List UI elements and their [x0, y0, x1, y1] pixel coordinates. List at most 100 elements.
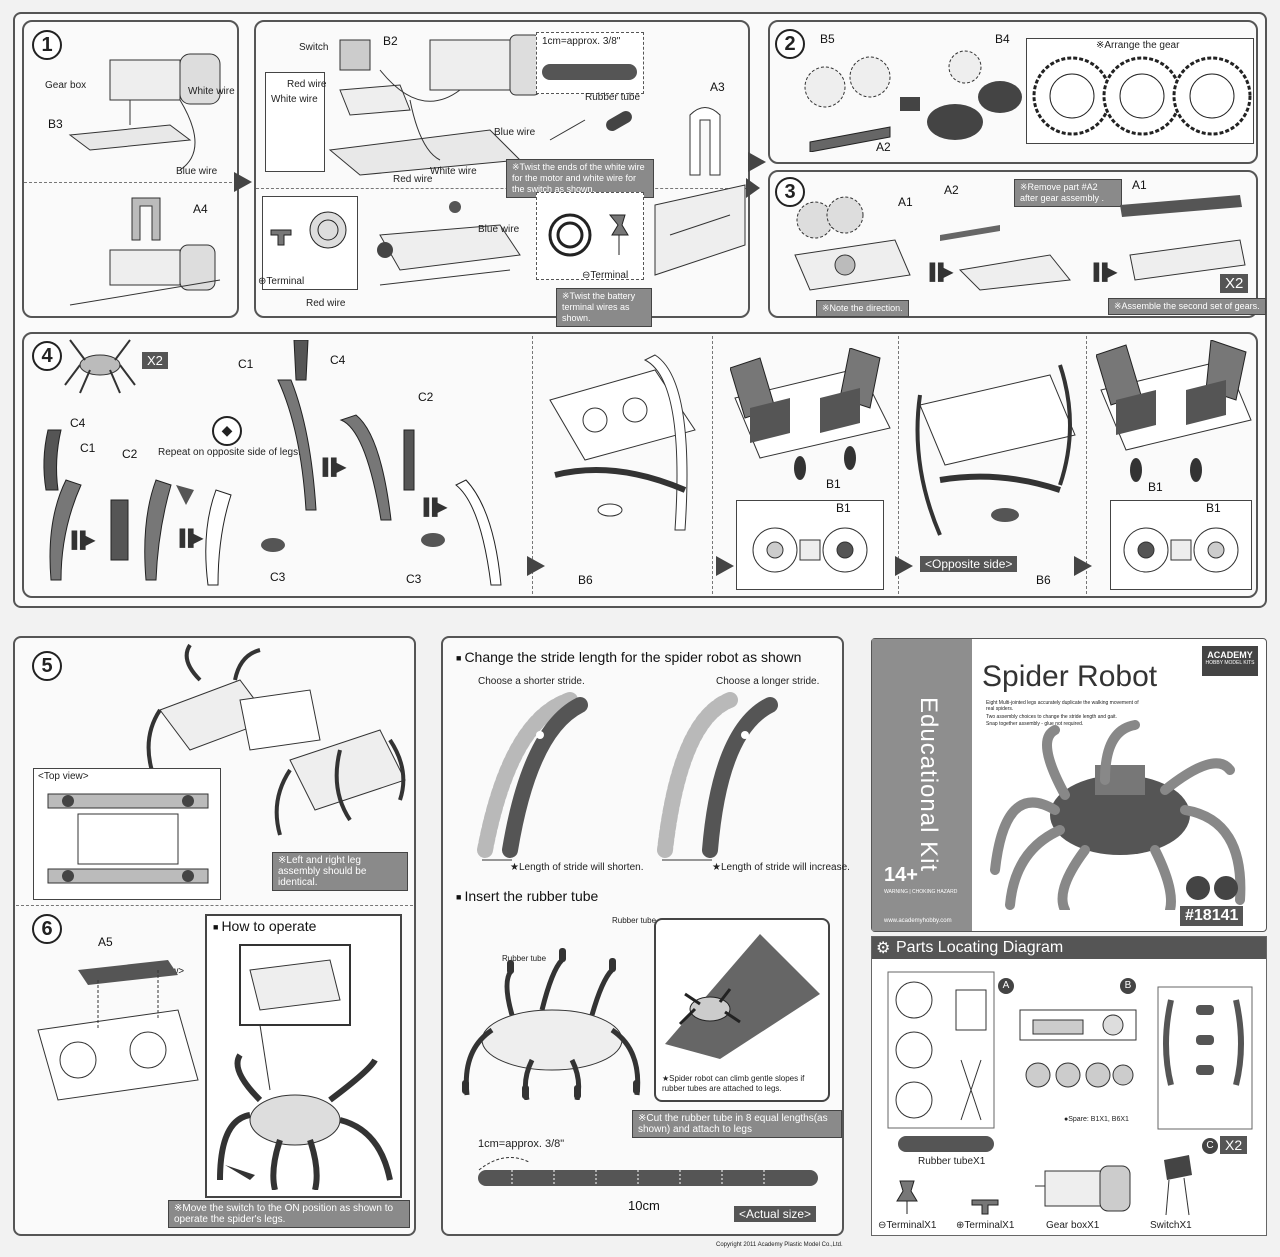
part-b6-label: B6: [1036, 573, 1051, 587]
note-identical-legs: ※Left and right leg assembly should be i…: [272, 852, 408, 891]
top-view-diagram: [47, 793, 209, 884]
sprue-c-marker: C: [1202, 1138, 1218, 1154]
wire-detail-box: [265, 72, 325, 172]
divider: [24, 182, 237, 183]
divider: [16, 905, 413, 906]
b1-detail-diagram-opposite: [1123, 527, 1239, 573]
bottom-view-sketch: [37, 960, 199, 1101]
switch-part: [1164, 1155, 1192, 1216]
part-c2-label: C2: [122, 447, 138, 461]
feature-bullet: Two assembly choices to change the strid…: [986, 714, 1117, 720]
battery-box-sketch: [377, 201, 521, 286]
opposite-side-badge: <Opposite side>: [920, 556, 1018, 572]
longer-stride-diagram: [657, 692, 778, 861]
academy-logo: ACADEMY HOBBY MODEL KITS: [1202, 646, 1258, 676]
leg-frame-opposite-sketch: [915, 364, 1076, 536]
plus-terminal-part: [971, 1199, 999, 1215]
note-direction: ※Note the direction.: [816, 300, 909, 317]
sprue-c: [1157, 986, 1253, 1130]
parts-heading: Parts Locating Diagram: [896, 939, 1064, 956]
step-arrow-small: ▐▐▶: [66, 532, 95, 549]
rubber-tube-label: Rubber tube: [612, 916, 657, 925]
spring-sketch: [548, 213, 629, 257]
step-arrow-small: ▐▐▶: [1088, 264, 1117, 281]
shorter-stride-diagram: [477, 692, 588, 861]
longer-stride-label: Choose a longer stride.: [716, 676, 820, 687]
b1-detail-diagram: [752, 527, 868, 573]
copyright: Copyright 2011 Academy Plastic Model Co.…: [716, 1242, 843, 1248]
divider: [532, 336, 533, 594]
operate-spider-sketch: [217, 944, 393, 1190]
gear-plate-assembled-sketch: [940, 195, 1246, 291]
sprue-a-marker: A: [998, 978, 1014, 994]
part-c1-label: C1: [80, 441, 96, 455]
spider-thumbnail: [64, 339, 136, 394]
box-icon: [1186, 876, 1210, 900]
note-cut-tube: ※Cut the rubber tube in 8 equal lengths(…: [632, 1110, 842, 1138]
step-arrow-small: ▐▐▶: [924, 264, 953, 281]
step-arrow-small: ▐▐▶: [418, 499, 447, 516]
leg-frame-sketch: [549, 354, 696, 531]
terminal-plus-label: ⊕Terminal: [258, 276, 305, 287]
warning-label: WARNING | CHOKING HAZARD: [884, 889, 958, 895]
part-c3-label: C3: [406, 572, 422, 586]
sprue-b-marker: B: [1120, 978, 1136, 994]
step-arrow: [234, 172, 252, 192]
gear-arrangement-diagram: [1032, 56, 1252, 136]
switch-assembly-sketch: [328, 34, 541, 176]
actual-size-tube: [478, 1157, 818, 1186]
rubber-tube-part-label: Rubber tubeX1: [918, 1156, 986, 1167]
x2-badge: X2: [1220, 274, 1249, 293]
tube-on-legs-sketch: [462, 948, 641, 1100]
note-twist-wires: ※Twist the ends of the white wire for th…: [506, 159, 654, 198]
gearbox-sketch: [68, 53, 221, 171]
gear-icon: ⚙: [876, 940, 891, 957]
top-view-label: <Top view>: [38, 771, 89, 782]
website-label: www.academyhobby.com: [884, 918, 952, 924]
rubber-tube-label: Rubber tube: [502, 954, 547, 963]
divider: [712, 336, 713, 594]
gear-mount-sketch: [804, 50, 1022, 152]
sprue-b: [1019, 1009, 1137, 1088]
part-a3-label: A3: [710, 80, 725, 94]
part-a5-label: A5: [98, 935, 113, 949]
how-to-operate-heading: How to operate: [213, 918, 316, 934]
step-arrow: [1074, 556, 1092, 576]
step-number-1: 1: [32, 30, 62, 60]
slope-note: ★Spider robot can climb gentle slopes if…: [662, 1074, 805, 1093]
repeat-icon: ◆: [212, 416, 242, 446]
part-c4-label: C4: [70, 416, 86, 430]
step-arrow: [748, 152, 766, 172]
tube-on-wire-sketch: [549, 111, 632, 141]
part-a2-label: A2: [944, 183, 959, 197]
part-a1-label: A1: [1132, 178, 1147, 192]
leg-frame-dark-opposite-sketch: [1096, 340, 1252, 482]
slope-climb-sketch: [665, 934, 820, 1059]
blue-wire-label: Blue wire: [478, 224, 520, 235]
gear-plate-sketch: [794, 196, 911, 291]
leg-assembly-sketch: [43, 340, 502, 586]
part-c4-label: C4: [330, 353, 346, 367]
note-remove-a2: ※Remove part #A2 after gear assembly .: [1014, 179, 1122, 207]
step-number-3: 3: [775, 177, 805, 207]
step3-panel: [768, 170, 1258, 318]
x2-badge: X2: [1220, 1136, 1248, 1154]
brand-sub: HOBBY MODEL KITS: [1205, 660, 1255, 666]
minus-terminal-label: ⊖TerminalX1: [878, 1220, 937, 1231]
step-arrow-small: ▐▐▶: [317, 459, 346, 476]
divider: [898, 336, 899, 594]
divider: [256, 188, 748, 189]
step-arrow: [746, 178, 760, 198]
parts-header: [872, 937, 1266, 959]
stride-heading: Change the stride length for the spider …: [456, 649, 801, 665]
note-battery-terminal: ※Twist the battery terminal wires as sho…: [556, 288, 652, 327]
feature-bullet: Snap together assembly - glue not requir…: [986, 721, 1084, 727]
stride-shorten-note: ★Length of stride will shorten.: [510, 862, 644, 873]
part-a1-label: A1: [898, 195, 913, 209]
step-arrow: [716, 556, 734, 576]
white-wire-label: White wire: [271, 94, 318, 105]
stride-increase-note: ★Length of stride will increase.: [712, 862, 850, 873]
arrange-gear-label: ※Arrange the gear: [1096, 40, 1180, 51]
white-wire-label: White wire: [430, 166, 477, 177]
part-b2-label: B2: [383, 34, 398, 48]
